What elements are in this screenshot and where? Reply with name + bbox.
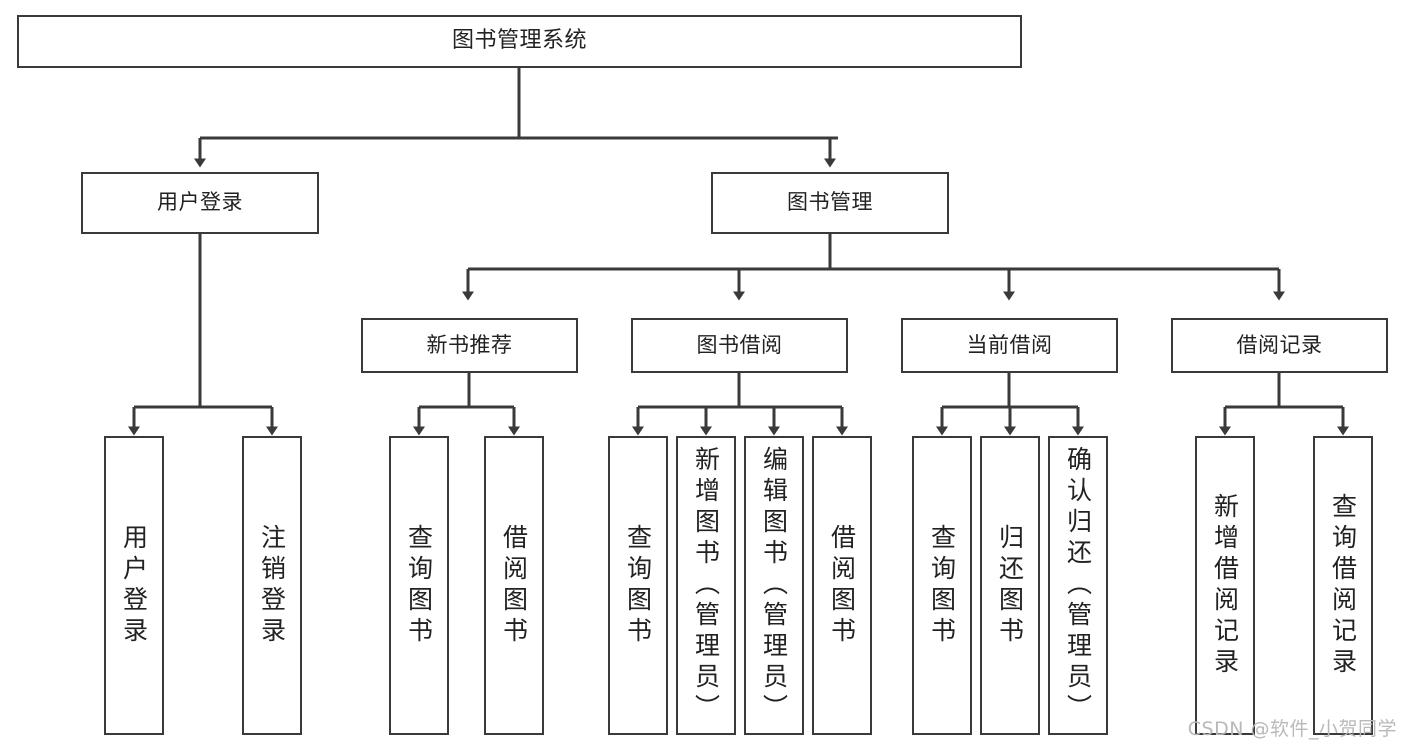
node-borrow-record[interactable]: 借阅记录 <box>1171 318 1388 373</box>
leaf-edit-book-admin-label: 编辑图书（管理员） <box>759 446 789 725</box>
leaf-add-book-admin-label: 新增图书（管理员） <box>691 446 721 725</box>
node-borrow-record-label: 借阅记录 <box>1236 332 1323 357</box>
leaf-borrow-book[interactable]: 借阅图书 <box>812 436 872 735</box>
node-user-login[interactable]: 用户登录 <box>81 172 319 234</box>
leaf-query-book-borrow-label: 查询图书 <box>623 523 653 648</box>
leaf-user-login[interactable]: 用户登录 <box>104 436 164 735</box>
leaf-borrow-book-label: 借阅图书 <box>827 523 857 648</box>
leaf-query-book-new-label: 查询图书 <box>404 523 434 648</box>
node-book-borrow[interactable]: 图书借阅 <box>631 318 848 373</box>
csdn-watermark: CSDN @软件_小贺同学 <box>1187 718 1397 740</box>
leaf-query-book-current[interactable]: 查询图书 <box>912 436 972 735</box>
node-current-borrow-label: 当前借阅 <box>966 332 1053 357</box>
leaf-user-login-label: 用户登录 <box>119 523 149 648</box>
leaf-logout-label: 注销登录 <box>257 523 287 648</box>
leaf-add-book-admin[interactable]: 新增图书（管理员） <box>676 436 736 735</box>
leaf-query-book-borrow[interactable]: 查询图书 <box>608 436 668 735</box>
leaf-query-borrow-record[interactable]: 查询借阅记录 <box>1313 436 1373 735</box>
node-root-label: 图书管理系统 <box>451 28 587 54</box>
node-book-management-label: 图书管理 <box>787 190 873 215</box>
leaf-add-borrow-record-label: 新增借阅记录 <box>1210 492 1240 679</box>
leaf-query-book-new[interactable]: 查询图书 <box>389 436 449 735</box>
node-current-borrow[interactable]: 当前借阅 <box>901 318 1118 373</box>
leaf-return-book-label: 归还图书 <box>995 523 1025 648</box>
node-new-book-recommend-label: 新书推荐 <box>426 332 513 357</box>
leaf-edit-book-admin[interactable]: 编辑图书（管理员） <box>744 436 804 735</box>
node-user-login-label: 用户登录 <box>157 190 243 215</box>
node-new-book-recommend[interactable]: 新书推荐 <box>361 318 578 373</box>
leaf-confirm-return-admin-label: 确认归还（管理员） <box>1063 446 1093 725</box>
node-book-management[interactable]: 图书管理 <box>711 172 949 234</box>
leaf-return-book[interactable]: 归还图书 <box>980 436 1040 735</box>
leaf-borrow-book-new[interactable]: 借阅图书 <box>484 436 544 735</box>
node-root[interactable]: 图书管理系统 <box>17 15 1022 68</box>
leaf-confirm-return-admin[interactable]: 确认归还（管理员） <box>1048 436 1108 735</box>
leaf-logout[interactable]: 注销登录 <box>242 436 302 735</box>
leaf-borrow-book-new-label: 借阅图书 <box>499 523 529 648</box>
leaf-query-borrow-record-label: 查询借阅记录 <box>1328 492 1358 679</box>
leaf-query-book-current-label: 查询图书 <box>927 523 957 648</box>
leaf-add-borrow-record[interactable]: 新增借阅记录 <box>1195 436 1255 735</box>
node-book-borrow-label: 图书借阅 <box>696 332 783 357</box>
